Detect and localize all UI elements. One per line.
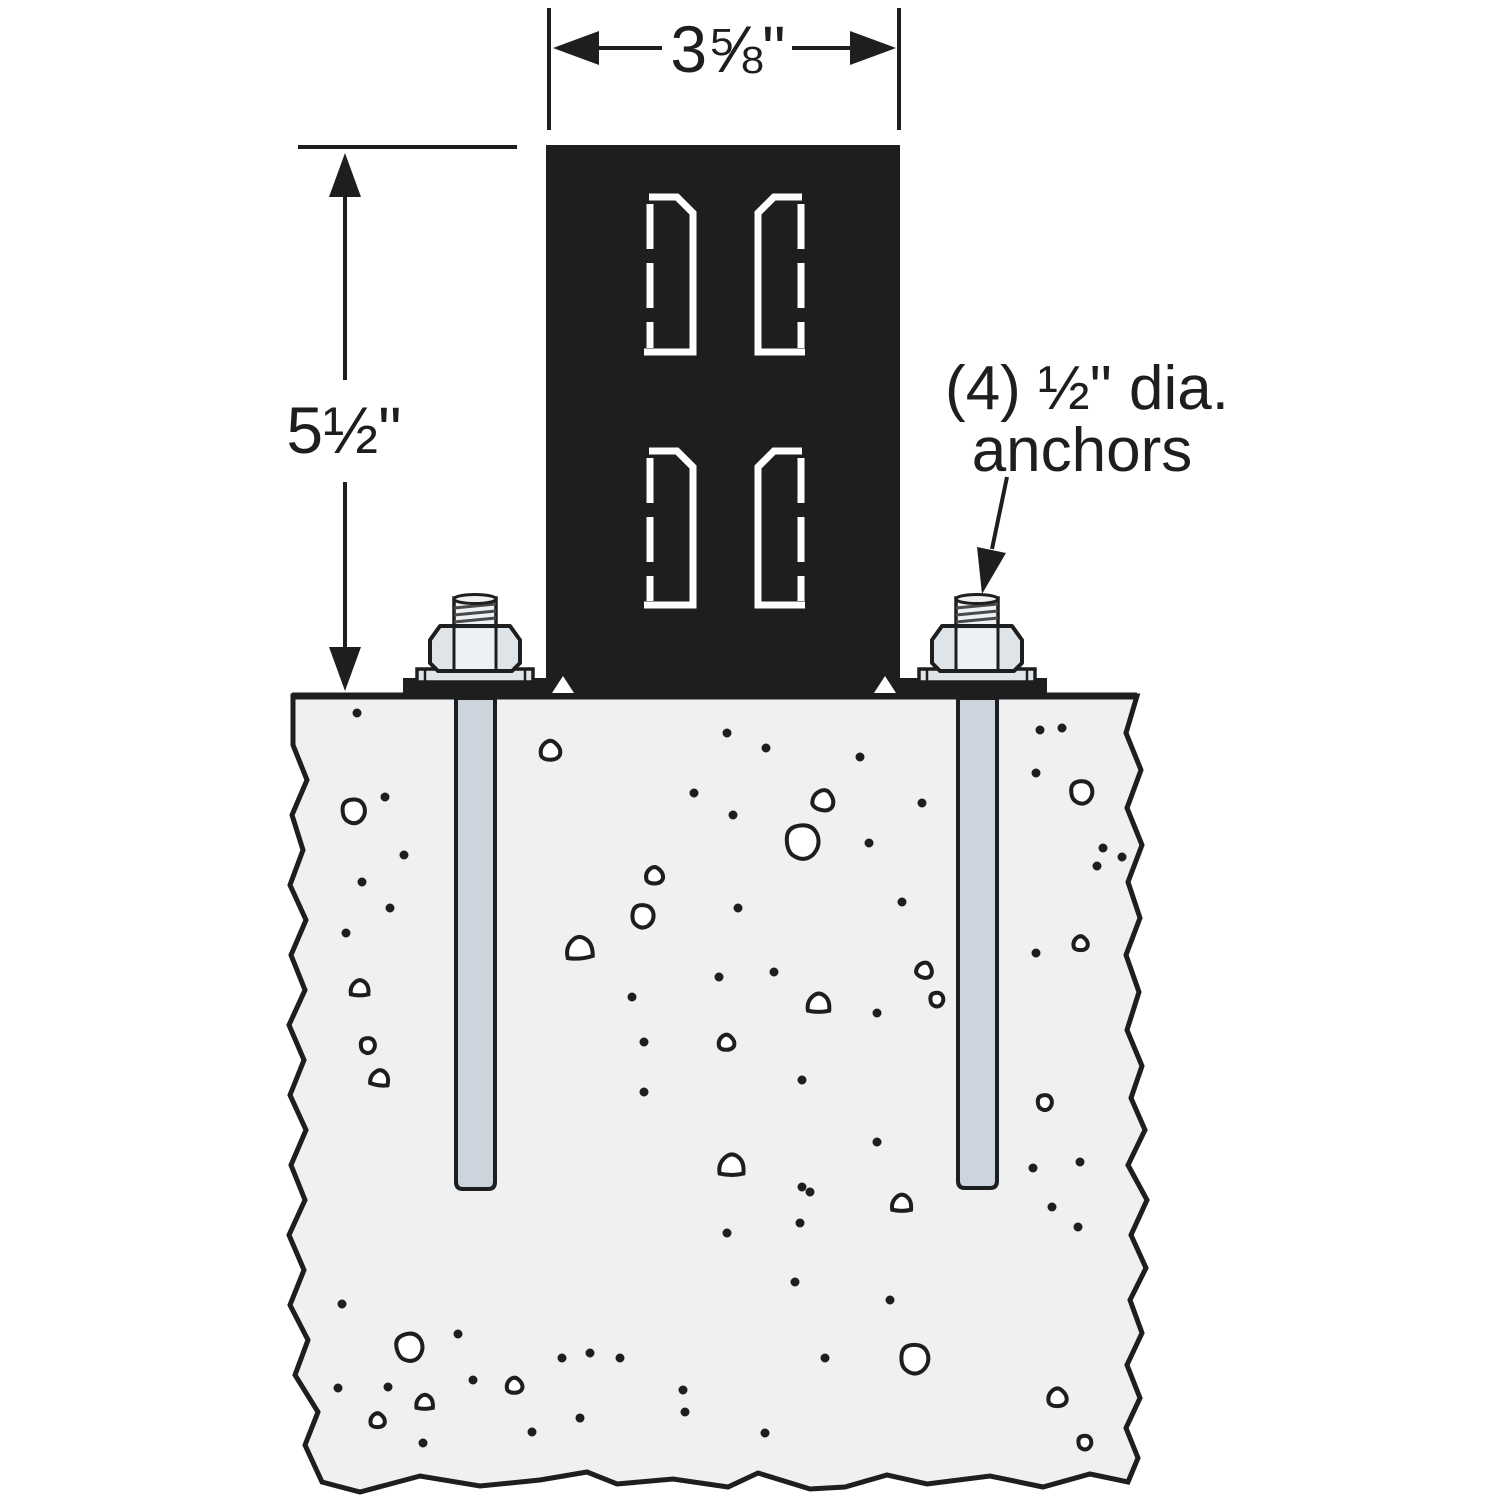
- post-column: [546, 145, 900, 683]
- height-dimension-label: 5½": [286, 393, 401, 467]
- slot-upper-right: [754, 193, 805, 356]
- weld-symbol-left: [552, 676, 574, 693]
- post-slots: [644, 193, 805, 609]
- slot-upper-left: [644, 193, 697, 356]
- anchors-annotation-line2: anchors: [972, 416, 1193, 485]
- height-dimension: 5½": [286, 145, 517, 691]
- anchor-bolt-left: [415, 592, 535, 684]
- arrowhead-down: [329, 647, 361, 691]
- annotation-leader-line: [990, 476, 1009, 550]
- anchor-bolt-right: [917, 592, 1037, 684]
- anchors-annotation: (4) ½" dia. anchors: [945, 354, 1229, 594]
- slot-lower-right: [754, 447, 805, 609]
- width-dimension: 3⅝": [547, 8, 901, 130]
- concrete-foundation: [286, 692, 1150, 1495]
- anchor-rod-left: [454, 696, 497, 1191]
- weld-symbol-right: [874, 676, 896, 693]
- arrowhead-up: [329, 153, 361, 197]
- annotation-arrowhead: [977, 547, 1006, 594]
- width-dimension-label: 3⅝": [670, 12, 785, 86]
- concrete-block: [286, 693, 1150, 1495]
- slot-lower-left: [644, 447, 697, 609]
- anchor-rod-right: [956, 696, 999, 1190]
- arrowhead-left: [553, 31, 599, 65]
- steel-post-assembly: [403, 145, 1047, 696]
- arrowhead-right: [850, 31, 896, 65]
- anchors-annotation-line1: (4) ½" dia.: [945, 354, 1229, 423]
